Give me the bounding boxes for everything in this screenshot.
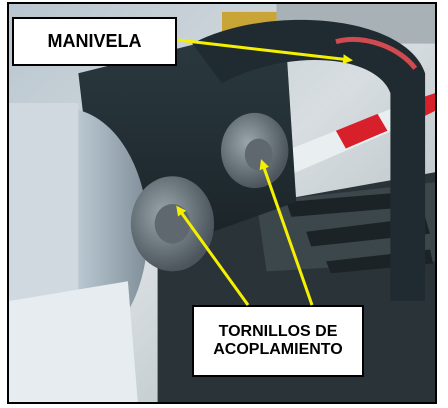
- crank-label-text: MANIVELA: [47, 31, 142, 52]
- coupling-bolts-label-line1: TORNILLOS DE: [218, 322, 338, 340]
- coupling-bolts-label: TORNILLOS DE ACOPLAMIENTO: [192, 305, 364, 377]
- coupling-bolts-label-line2: ACOPLAMIENTO: [213, 341, 343, 358]
- crank-label: MANIVELA: [12, 17, 177, 66]
